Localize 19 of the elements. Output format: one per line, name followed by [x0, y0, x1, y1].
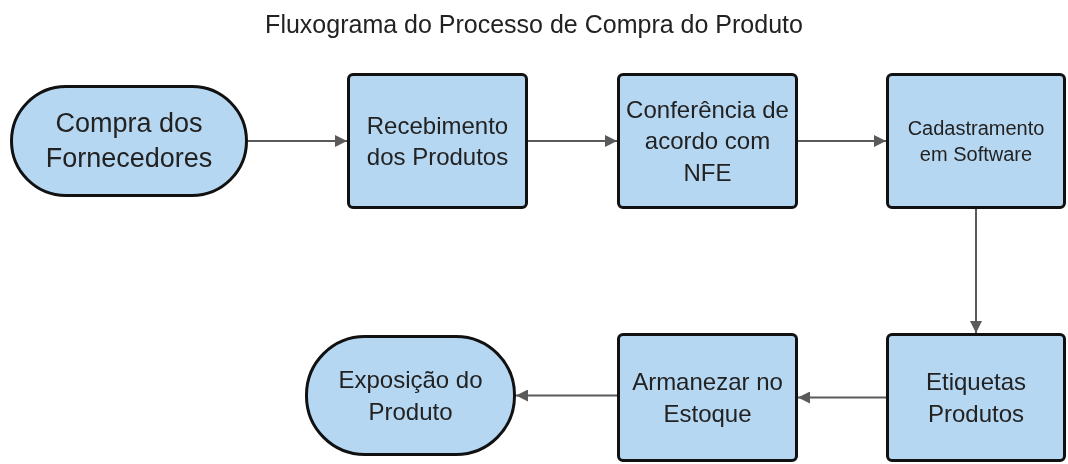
arrow	[797, 391, 887, 404]
arrow	[527, 135, 618, 147]
node-label: Compra dos Fornecedores	[44, 106, 214, 175]
process-box	[886, 333, 1066, 462]
process-box	[617, 73, 798, 209]
arrow	[797, 135, 887, 147]
node-label: Cadastramento em Software	[906, 116, 1046, 167]
arrow	[970, 208, 982, 334]
node-label: Recebimento dos Produtos	[365, 110, 510, 172]
diagram-title: Fluxograma do Processo de Compra do Produto	[264, 10, 804, 39]
node-label: Conferência de acordo com NFE	[625, 95, 790, 188]
arrow	[515, 389, 618, 402]
node-label: Etiquetas Produtos	[924, 367, 1028, 429]
process-box	[347, 73, 528, 209]
arrow	[247, 135, 348, 147]
node-label: Armanezar no Estoque	[631, 367, 784, 429]
process-box	[886, 73, 1066, 209]
process-box	[617, 333, 798, 462]
node-label: Exposição do Produto	[337, 365, 484, 427]
